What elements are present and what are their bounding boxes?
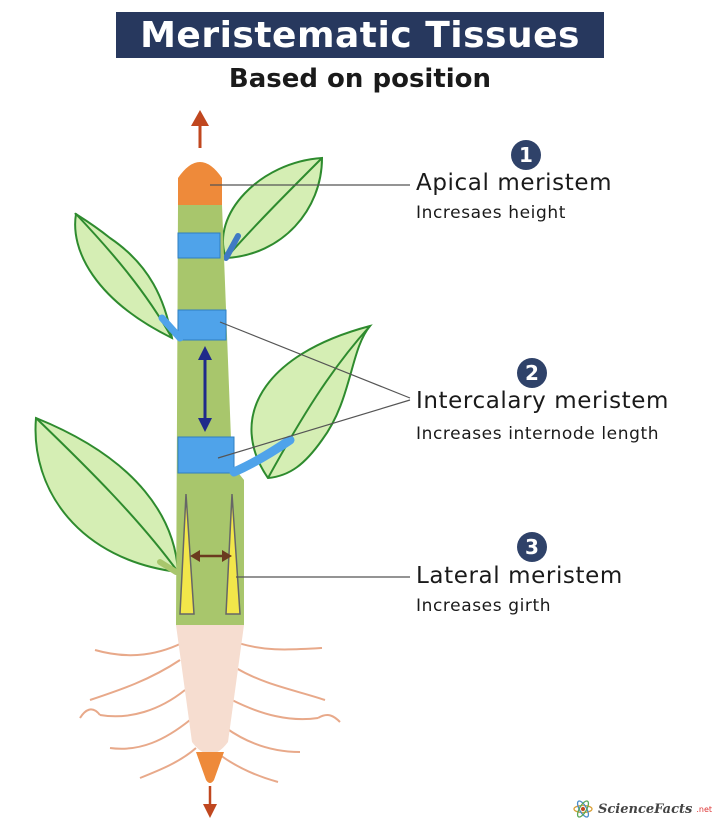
intercalary-band-2	[177, 309, 227, 341]
leader-lines	[210, 184, 411, 578]
brand-suffix: .net	[696, 804, 713, 814]
label-3-name: Lateral meristem	[416, 563, 623, 589]
label-2-number-badge: 2	[517, 358, 547, 388]
page-subtitle: Based on position	[228, 64, 492, 94]
leaf-stalk-right	[229, 435, 295, 477]
girth-arrow	[190, 550, 232, 562]
leaf-top-left	[74, 212, 174, 340]
leaf-stalk-bottom-left	[157, 559, 179, 575]
label-2-function: Increases internode length	[416, 424, 660, 444]
leaf-top-right	[222, 156, 324, 261]
label-1-function: Incresaes height	[416, 203, 566, 223]
title-text: Meristematic Tissues	[140, 14, 580, 56]
internode-length-arrow	[198, 346, 212, 432]
downward-growth-arrow	[203, 786, 217, 818]
roots	[79, 639, 341, 783]
leaf-middle-right	[250, 324, 373, 480]
atom-icon	[573, 800, 593, 818]
label-3-number-badge: 3	[517, 532, 547, 562]
lateral-meristem-left	[179, 493, 195, 615]
label-2-name: Intercalary meristem	[416, 388, 670, 414]
label-3-function: Increases girth	[416, 596, 552, 616]
leaf-bottom-left	[34, 416, 180, 574]
leaf-stalk-left	[158, 314, 184, 342]
brand-name: ScienceFacts	[598, 801, 693, 817]
label-1-name: Apical meristem	[416, 170, 613, 196]
brand-logo: ScienceFacts .net	[572, 798, 712, 820]
intercalary-band-1	[177, 232, 221, 259]
root-body	[176, 625, 244, 754]
page-title: Meristematic Tissues	[116, 12, 604, 58]
root-cap	[196, 752, 224, 783]
apical-meristem-tip	[178, 162, 222, 205]
intercalary-band-3	[177, 436, 235, 474]
label-1-number-badge: 1	[511, 140, 541, 170]
lateral-meristem-right	[225, 493, 241, 615]
upward-growth-arrow	[191, 110, 209, 148]
